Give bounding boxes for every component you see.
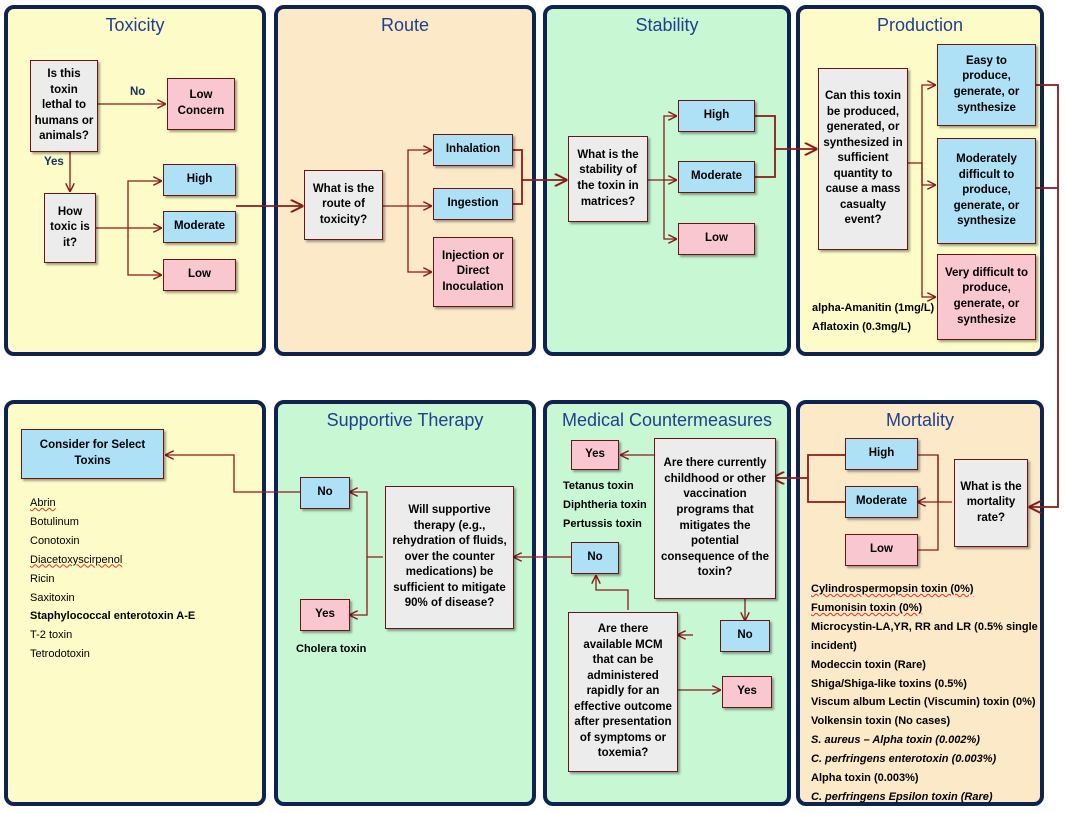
vaccine-item: Pertussis toxin xyxy=(563,517,642,530)
mortality-example: Viscum album Lectin (Viscumin) toxin (0%… xyxy=(811,696,1036,709)
mortality-example: Modeccin toxin (Rare) xyxy=(811,658,926,671)
mcm-yes-box: Yes xyxy=(571,440,619,470)
production-examples: alpha-Amanitin (1mg/L) Aflatoxin (0.3mg/… xyxy=(812,299,937,337)
select-toxin-item: Diacetoxyscirpenol xyxy=(30,553,123,566)
toxicity-moderate-box: Moderate xyxy=(163,211,236,243)
mortality-example: C. perfringens Epsilon toxin (Rare) xyxy=(811,790,993,803)
supportive-therapy-title: Supportive Therapy xyxy=(326,410,484,430)
mortality-example: Cylindrospermopsin toxin (0%) xyxy=(811,583,974,595)
supportive-yes-box: Yes xyxy=(300,599,350,631)
stability-question: What is the stability of the toxin in ma… xyxy=(568,136,648,222)
select-toxin-item: Staphylococcal enterotoxin A-E xyxy=(30,610,196,623)
no-label: No xyxy=(130,86,146,98)
mortality-example: Microcystin-LA,YR, RR and LR (0.5% singl… xyxy=(811,620,1038,652)
mortality-example: Fumonisin toxin (0%) xyxy=(811,601,923,614)
low-concern-box: Low Concern xyxy=(167,78,235,130)
moderate-produce-box: Moderately difficult to produce, generat… xyxy=(937,138,1036,244)
select-toxin-item: Tetrodotoxin xyxy=(30,648,90,661)
mortality-moderate-box: Moderate xyxy=(845,486,918,518)
supportive-therapy-question: Will supportive therapy (e.g., rehydrati… xyxy=(385,486,514,629)
select-toxin-item: Abrin xyxy=(30,497,56,509)
toxicity-lethal-question: Is this toxin lethal to humans or animal… xyxy=(30,60,98,152)
mortality-example: Alpha toxin (0.003%) xyxy=(811,772,919,785)
toxicity-title: Toxicity xyxy=(105,15,165,35)
production-example: alpha-Amanitin (1mg/L) xyxy=(812,302,935,314)
mortality-low-box: Low xyxy=(845,534,918,566)
mortality-high-box: High xyxy=(845,438,918,470)
mortality-examples: Cylindrospermopsin toxin (0%) Fumonisin … xyxy=(811,580,1039,807)
production-title: Production xyxy=(876,15,964,35)
vaccination-question: Are there currently childhood or other v… xyxy=(654,438,776,599)
mcm-no-box: No xyxy=(571,542,619,574)
mcm-available-question: Are there available MCM that can be admi… xyxy=(568,612,678,772)
select-toxin-item: T-2 toxin xyxy=(30,629,73,642)
supportive-no-box: No xyxy=(300,477,350,509)
route-title: Route xyxy=(380,15,430,35)
mortality-example: S. aureus – Alpha toxin (0.002%) xyxy=(811,734,980,747)
route-question: What is the route of toxicity? xyxy=(304,170,383,240)
production-question: Can this toxin be produced, generated, o… xyxy=(818,68,908,250)
mortality-example: Volkensin toxin (No cases) xyxy=(811,715,951,728)
toxicity-low-box: Low xyxy=(163,259,236,291)
mortality-question: What is the mortality rate? xyxy=(954,459,1028,547)
mortality-example: Shiga/Shiga-like toxins (0.5%) xyxy=(811,677,967,690)
toxicity-high-box: High xyxy=(163,164,236,196)
how-toxic-question: How toxic is it? xyxy=(44,193,96,263)
ingestion-box: Ingestion xyxy=(433,188,513,220)
injection-box: Injection or Direct Inoculation xyxy=(433,237,513,307)
easy-produce-box: Easy to produce, generate, or synthesize xyxy=(937,44,1036,126)
difficult-produce-box: Very difficult to produce, generate, or … xyxy=(937,254,1036,340)
production-example: Aflatoxin (0.3mg/L) xyxy=(812,320,912,333)
select-toxin-item: Ricin xyxy=(30,572,55,585)
select-toxin-item: Botulinum xyxy=(30,515,79,528)
mcm-yes2-box: Yes xyxy=(722,676,772,708)
mortality-example: C. perfringens enterotoxin (0.003%) xyxy=(811,753,997,766)
stability-title: Stability xyxy=(635,15,699,35)
select-toxin-item: Saxitoxin xyxy=(30,591,75,604)
select-toxins-box: Consider for Select Toxins xyxy=(21,429,164,479)
mcm-no2-box: No xyxy=(720,620,770,652)
vaccine-item: Tetanus toxin xyxy=(563,480,634,492)
stability-low-box: Low xyxy=(678,223,755,255)
mcm-title: Medical Countermeasures xyxy=(561,410,773,430)
vaccine-list: Tetanus toxin Diphtheria toxin Pertussis… xyxy=(563,477,653,534)
vaccine-item: Diphtheria toxin xyxy=(563,498,647,511)
stability-moderate-box: Moderate xyxy=(678,161,755,193)
stability-high-box: High xyxy=(678,100,755,132)
select-toxins-list: Abrin Botulinum Conotoxin Diacetoxyscirp… xyxy=(30,494,250,664)
cholera-toxin-label: Cholera toxin xyxy=(296,643,367,655)
mortality-title: Mortality xyxy=(885,410,954,430)
yes-label: Yes xyxy=(44,156,64,168)
inhalation-box: Inhalation xyxy=(433,134,513,166)
select-toxin-item: Conotoxin xyxy=(30,534,80,547)
